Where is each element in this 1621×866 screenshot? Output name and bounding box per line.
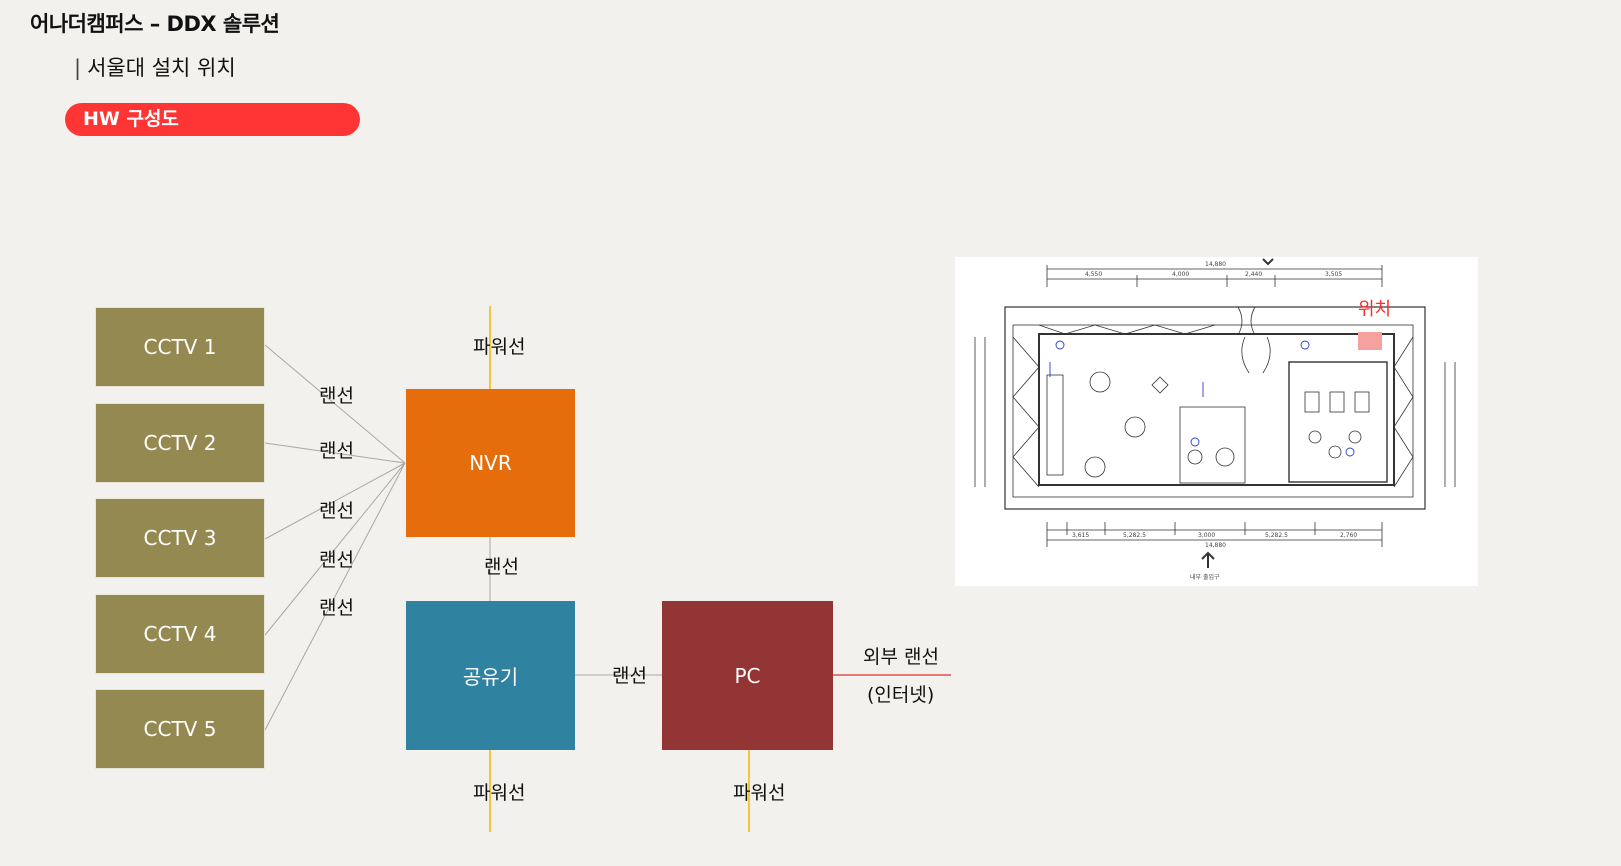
lan-label-3: 랜선 xyxy=(319,500,354,522)
install-location-label: 위치 xyxy=(1358,299,1392,320)
power-label-pc: 파워선 xyxy=(733,782,786,804)
subtitle-text: 서울대 설치 위치 xyxy=(87,56,236,80)
lan-label-5: 랜선 xyxy=(319,597,354,619)
lan-label-router-pc: 랜선 xyxy=(612,665,647,687)
lan-line-cctv2 xyxy=(264,442,406,464)
cctv-3-box: CCTV 3 xyxy=(95,498,265,578)
dim-top-2: 4,000 xyxy=(1172,271,1190,278)
nvr-box: NVR xyxy=(406,389,575,537)
lan-label-1: 랜선 xyxy=(319,385,354,407)
lan-line-cctv1 xyxy=(264,344,406,464)
lan-label-4: 랜선 xyxy=(319,549,354,571)
external-lan-label: 외부 랜선 xyxy=(863,646,939,668)
cctv-1-box: CCTV 1 xyxy=(95,307,265,387)
dim-bottom-5: 2,760 xyxy=(1340,532,1358,539)
dim-top-4: 3,505 xyxy=(1325,271,1343,278)
dim-total-bottom: 14,880 xyxy=(1205,542,1226,549)
lan-label-nvr-router: 랜선 xyxy=(484,556,519,578)
dim-total-top: 14,880 xyxy=(1205,261,1226,268)
subtitle-divider: | xyxy=(74,56,82,80)
lan-line-cctv4 xyxy=(264,462,406,636)
power-label-nvr: 파워선 xyxy=(473,336,526,358)
dim-bottom-3: 3,000 xyxy=(1198,532,1216,539)
install-location-marker xyxy=(1358,332,1382,350)
dim-bottom-2: 5,282.5 xyxy=(1123,532,1146,539)
lan-label-2: 랜선 xyxy=(319,440,354,462)
cctv-4-box: CCTV 4 xyxy=(95,594,265,674)
dim-top-1: 4,550 xyxy=(1085,271,1103,278)
power-label-router: 파워선 xyxy=(473,782,526,804)
page-subtitle: |서울대 설치 위치 xyxy=(74,52,236,82)
dim-top-3: 2,440 xyxy=(1245,271,1263,278)
entrance-label: 내부 출입구 xyxy=(1190,574,1220,581)
floor-plan-drawing xyxy=(974,258,1456,568)
lan-line-cctv5 xyxy=(264,462,406,731)
page-title: 어나더캠퍼스 – DDX 솔루션 xyxy=(30,12,280,36)
pc-box: PC xyxy=(662,601,833,750)
lan-line-cctv3 xyxy=(264,462,406,540)
section-pill: HW 구성도 xyxy=(65,103,360,136)
internet-label: (인터넷) xyxy=(867,684,935,706)
floor-plan: 위치 14,880 4,550 4,000 2,440 3,505 3,615 … xyxy=(955,257,1478,586)
router-box: 공유기 xyxy=(406,601,575,750)
cctv-5-box: CCTV 5 xyxy=(95,689,265,769)
dim-bottom-4: 5,282.5 xyxy=(1265,532,1288,539)
dim-bottom-1: 3,615 xyxy=(1072,532,1090,539)
cctv-2-box: CCTV 2 xyxy=(95,403,265,483)
